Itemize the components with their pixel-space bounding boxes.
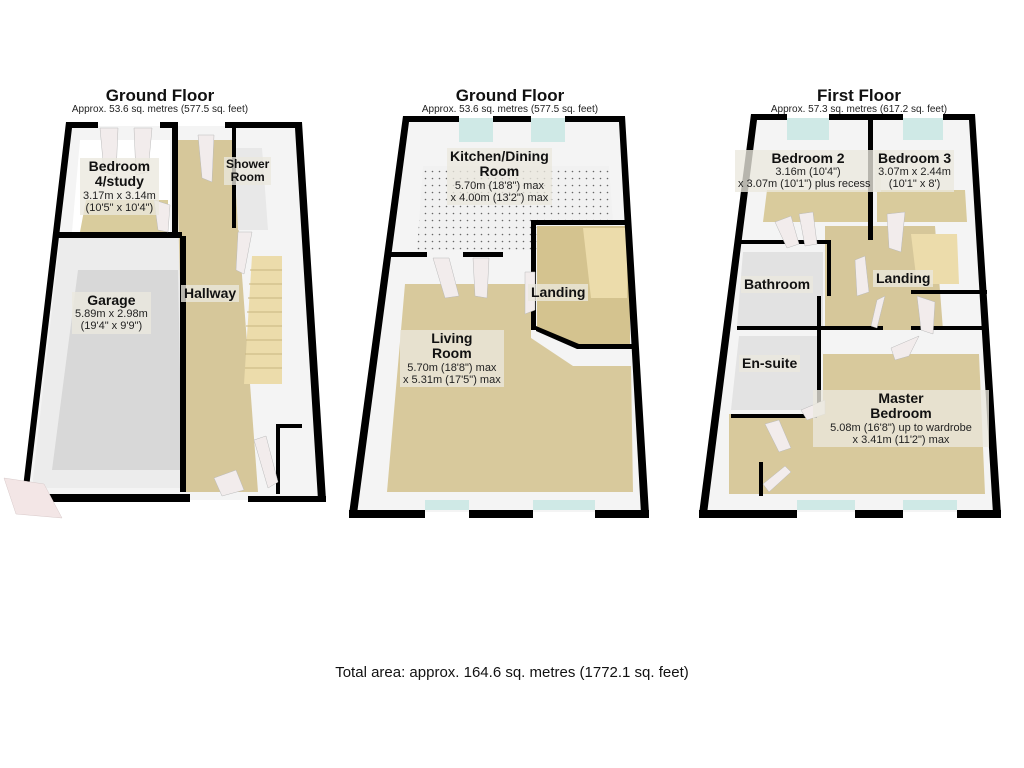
room-dimensions: (10'1" x 8') (888, 178, 941, 191)
room-label-bedroom-2: Bedroom 2 3.16m (10'4") x 3.07m (10'1") … (735, 150, 881, 192)
room-name: Bedroom (870, 405, 932, 422)
room-dimensions: 3.17m x 3.14m (83, 189, 156, 202)
total-area: Total area: approx. 164.6 sq. metres (17… (335, 664, 689, 681)
room-label-master-bedroom: Master Bedroom 5.08m (16'8") up to wardr… (813, 390, 989, 447)
floor-area: Approx. 53.6 sq. metres (577.5 sq. feet) (71, 104, 249, 115)
room-dimensions: (10'5" x 10'4") (85, 201, 154, 214)
room-dimensions: 5.70m (18'8") max (454, 179, 544, 192)
room-name: Bathroom (744, 276, 811, 292)
room-dimensions: x 3.07m (10'1") plus recess (738, 178, 871, 191)
room-name: 4/study (94, 173, 144, 190)
room-name: Bedroom 3 (878, 150, 952, 166)
room-label-landing: Landing (528, 284, 589, 302)
room-dimensions: 3.16m (10'4") (775, 166, 841, 179)
room-name: Bedroom 2 (771, 150, 845, 166)
room-label-kitchen-dining: Kitchen/Dining Room 5.70m (18'8") max x … (447, 148, 552, 205)
plan-ground-floor-left: Ground Floor Approx. 53.6 sq. metres (57… (0, 0, 340, 560)
room-dimensions: 3.07m x 2.44m (878, 166, 951, 179)
room-label-landing: Landing (873, 270, 934, 288)
room-name: Bedroom (88, 158, 151, 174)
room-label-garage: Garage 5.89m x 2.98m (19'4" x 9'9") (72, 292, 151, 334)
room-dimensions: (19'4" x 9'9") (80, 320, 143, 333)
floor-title: Ground Floor (105, 86, 215, 105)
room-name: Landing (876, 270, 931, 286)
room-name: Room (432, 345, 472, 362)
plan-first-floor: First Floor Approx. 57.3 sq. metres (617… (695, 0, 1024, 560)
room-name: En-suite (742, 355, 798, 371)
floor-area: Approx. 57.3 sq. metres (617.2 sq. feet) (770, 104, 948, 115)
floor-area: Approx. 53.6 sq. metres (577.5 sq. feet) (421, 104, 599, 115)
room-name: Shower (226, 157, 270, 171)
floor-plan-drawing (349, 116, 649, 518)
room-label-hallway: Hallway (181, 285, 240, 303)
floor-plan-drawing (3, 122, 326, 519)
room-name: Landing (531, 284, 586, 300)
room-name: Kitchen/Dining (450, 148, 549, 164)
room-label-shower-room: Shower Room (224, 157, 272, 186)
floor-title: First Floor (816, 86, 902, 105)
room-name: Living (431, 330, 473, 346)
room-dimensions: 5.89m x 2.98m (75, 308, 148, 321)
floor-title: Ground Floor (455, 86, 565, 105)
plan-ground-floor-middle: Ground Floor Approx. 53.6 sq. metres (57… (345, 0, 690, 560)
room-dimensions: x 3.41m (11'2") max (852, 433, 950, 446)
room-label-bathroom: Bathroom (741, 276, 814, 294)
room-label-bedroom-3: Bedroom 3 3.07m x 2.44m (10'1" x 8') (875, 150, 955, 192)
room-label-en-suite: En-suite (739, 355, 801, 373)
room-dimensions: x 5.31m (17'5") max (403, 373, 501, 386)
room-label-bedroom-4: Bedroom 4/study 3.17m x 3.14m (10'5" x 1… (80, 158, 159, 215)
room-dimensions: x 4.00m (13'2") max (450, 191, 549, 204)
room-dimensions: 5.70m (18'8") max (407, 361, 497, 374)
room-dimensions: 5.08m (16'8") up to wardrobe (830, 421, 972, 434)
room-name: Room (230, 170, 265, 185)
room-name: Hallway (184, 285, 237, 301)
room-name: Garage (87, 292, 136, 308)
room-name: Master (878, 390, 924, 406)
room-label-living-room: Living Room 5.70m (18'8") max x 5.31m (1… (400, 330, 504, 387)
room-name: Room (479, 163, 520, 180)
